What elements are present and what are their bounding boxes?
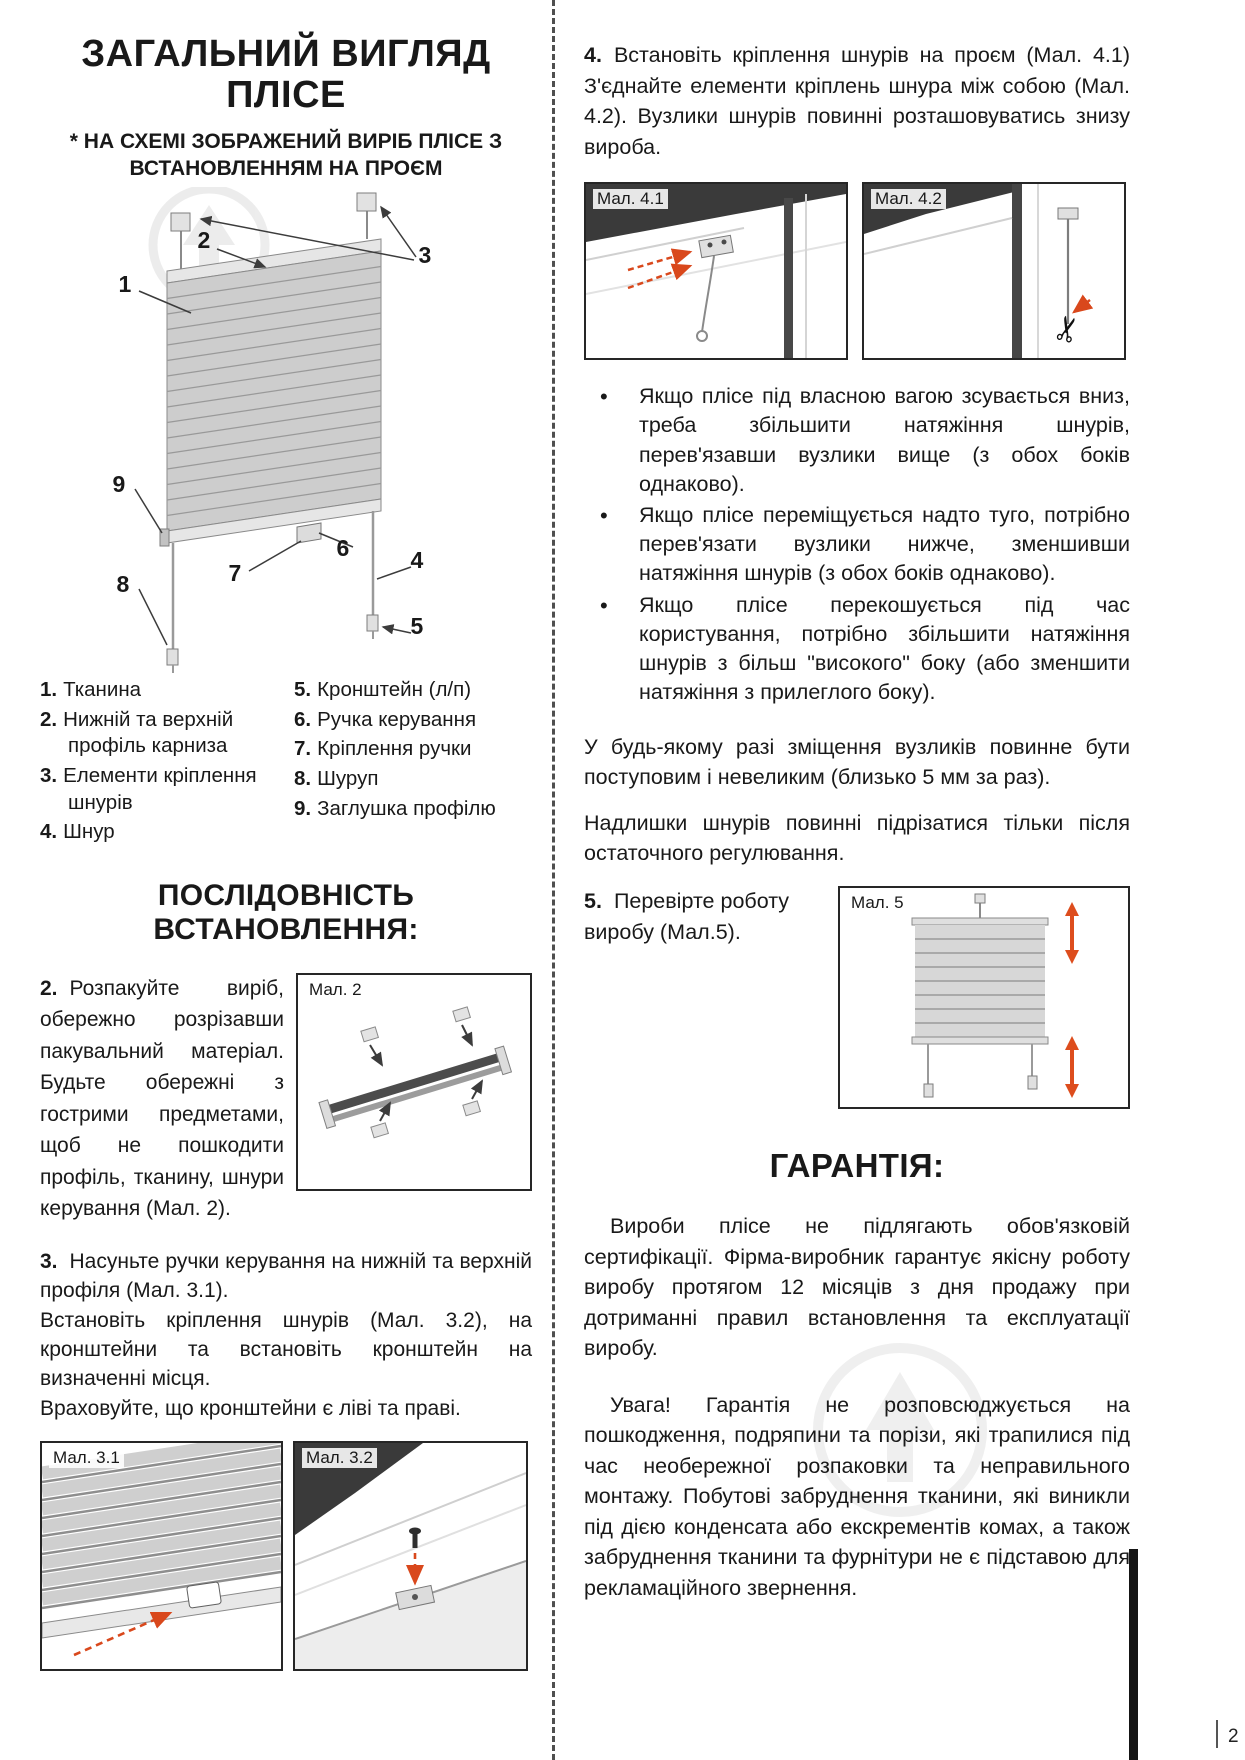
callout-5: 5 — [410, 613, 424, 640]
page-edge-bar — [1129, 1549, 1138, 1760]
step-5-row: 5.Перевірте роботу виробу (Мал.5). Мал. … — [584, 886, 1130, 1110]
bullet-item: Якщо плісе переміщується надто туго, пот… — [584, 501, 1130, 589]
legend-item: 4.Шнур — [40, 820, 115, 844]
legend-item: 3.Елементи кріплення шнурів — [40, 763, 257, 814]
step-4-number: 4. — [584, 43, 602, 67]
figure-2-label: Мал. 2 — [305, 979, 366, 1000]
figure-5-label: Мал. 5 — [847, 893, 908, 914]
figure-5: Мал. 5 — [838, 886, 1130, 1110]
page-title-line1: ЗАГАЛЬНИЙ ВИГЛЯД — [81, 33, 491, 75]
legend-item: 8.Шуруп — [294, 766, 379, 790]
figure-3-1-label: Мал. 3.1 — [49, 1448, 124, 1469]
right-column: 4.Встановіть кріплення шнурів на проєм (… — [584, 40, 1130, 1603]
callout-9: 9 — [112, 471, 126, 498]
watermark-logo — [800, 1330, 1000, 1530]
step-4-text: 4.Встановіть кріплення шнурів на проєм (… — [584, 43, 1130, 159]
figure-4-2: Мал. 4.2 ✂ — [862, 182, 1126, 361]
figure-4-2-label: Мал. 4.2 — [871, 189, 946, 210]
warranty-paragraph-2: Увага! Гарантія не розповсюджується на п… — [584, 1392, 1130, 1600]
diagram-legend: 1.Тканина 2.Нижній та верхній профіль ка… — [40, 677, 532, 849]
legend-column-right: 5.Кронштейн (л/п) 6.Ручка керування 7.Кр… — [294, 677, 532, 849]
figures-3-row: Мал. 3.1 — [40, 1441, 532, 1672]
legend-item: 1.Тканина — [40, 678, 142, 702]
step-5-text: 5.Перевірте роботу виробу (Мал.5). — [584, 889, 790, 945]
figure-4-1: Мал. 4.1 — [584, 182, 848, 361]
figure-2-drawing — [318, 1006, 513, 1139]
scissors-icon: ✂ — [1046, 310, 1090, 347]
figure-3-2-label: Мал. 3.2 — [302, 1448, 377, 1469]
section-title-warranty: ГАРАНТІЯ: — [769, 1147, 945, 1185]
figure-3-2: Мал. 3.2 — [293, 1441, 528, 1672]
figure-3-1-drawing — [42, 1443, 281, 1657]
callout-4: 4 — [410, 547, 424, 574]
figure-4-1-label: Мал. 4.1 — [593, 189, 668, 210]
blind-diagram: 1 2 3 4 5 6 7 8 9 — [59, 187, 514, 675]
warranty-paragraph-1: Вироби плісе не підлягають обов'язковій … — [584, 1214, 1130, 1361]
adjustment-bullet-list: Якщо плісе під власною вагою зсувається … — [584, 382, 1130, 708]
page-subtitle: * НА СХЕМІ ЗОБРАЖЕНИЙ ВИРІБ ПЛІСЕ З ВСТА… — [69, 130, 503, 181]
red-double-arrow-icon — [1065, 902, 1079, 1099]
page-title: ЗАГАЛЬНИЙ ВИГЛЯД ПЛІСЕ — [40, 34, 532, 115]
callout-1: 1 — [118, 271, 132, 298]
figure-4-2-drawing: ✂ — [864, 184, 1094, 359]
legend-item: 7.Кріплення ручки — [294, 737, 472, 761]
callout-8: 8 — [116, 571, 130, 598]
step-2-row: 2.Розпакуйте виріб, обережно розрізавши … — [40, 972, 532, 1225]
figure-2: Мал. 2 — [296, 972, 532, 1191]
figure-4-1-drawing — [586, 184, 846, 359]
legend-column-left: 1.Тканина 2.Нижній та верхній профіль ка… — [40, 677, 268, 849]
column-divider — [552, 0, 555, 1760]
bullet-item: Якщо плісе під власною вагою зсувається … — [584, 382, 1130, 499]
legend-item: 6.Ручка керування — [294, 707, 477, 731]
legend-item: 5.Кронштейн (л/п) — [294, 678, 472, 702]
bullet-item: Якщо плісе перекошується під час користу… — [584, 591, 1130, 708]
section-title-installation: ПОСЛІДОВНІСТЬ ВСТАНОВЛЕННЯ: — [153, 878, 419, 946]
step-3-number: 3. — [40, 1249, 58, 1273]
page-title-line2: ПЛІСЕ — [226, 73, 346, 116]
legend-item: 2.Нижній та верхній профіль карниза — [40, 707, 234, 758]
step-5-number: 5. — [584, 889, 602, 914]
page-number: 2 — [1228, 1726, 1239, 1747]
legend-item: 9.Заглушка профілю — [294, 796, 496, 820]
figure-3-2-drawing — [295, 1443, 526, 1670]
step-3-text: 3.Насуньте ручки керування на нижній та … — [40, 1249, 532, 1420]
figures-4-row: Мал. 4.1 — [584, 182, 1130, 361]
callout-7: 7 — [228, 560, 242, 587]
left-column: ЗАГАЛЬНИЙ ВИГЛЯД ПЛІСЕ * НА СХЕМІ ЗОБРАЖ… — [40, 34, 532, 1672]
blind-diagram-drawing — [133, 187, 417, 674]
figure-3-1: Мал. 3.1 — [40, 1441, 283, 1672]
step-2-text: 2.Розпакуйте виріб, обережно розрізавши … — [40, 976, 284, 1221]
adjustment-note-2: Надлишки шнурів повинні підрізатися тіль… — [584, 810, 1130, 865]
callout-6: 6 — [336, 535, 350, 562]
figure-5-drawing — [911, 893, 1079, 1099]
step-2-number: 2. — [40, 976, 58, 1000]
adjustment-note-1: У будь-якому разі зміщення вузликів пови… — [584, 734, 1130, 789]
callout-3: 3 — [418, 242, 432, 269]
page-number-rule — [1216, 1720, 1218, 1748]
callout-2: 2 — [197, 227, 211, 254]
